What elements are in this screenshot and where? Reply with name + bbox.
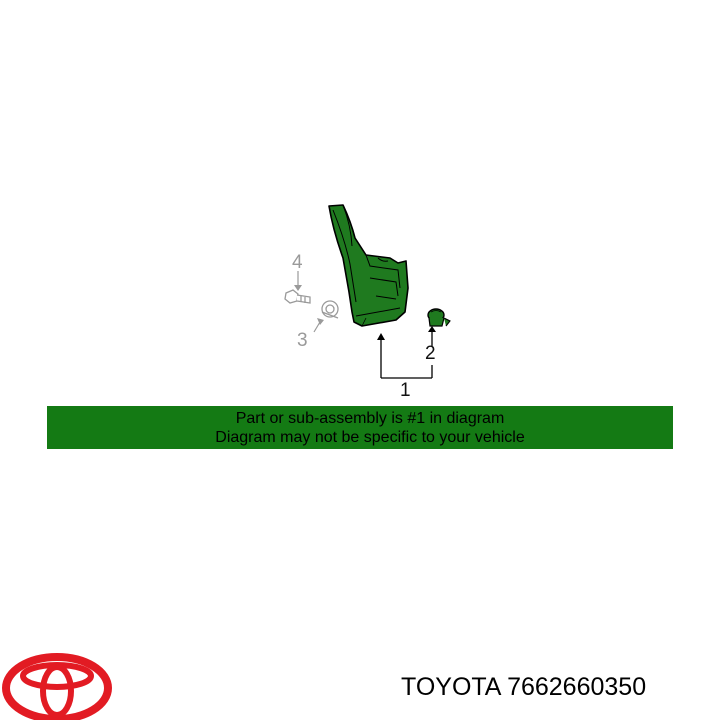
brand-name: TOYOTA [401, 673, 501, 701]
callout-4: 4 [292, 252, 303, 273]
notice-line-1: Part or sub-assembly is #1 in diagram [235, 409, 505, 427]
callout-3: 3 [297, 330, 308, 351]
part-identifier: TOYOTA 7662660350 [401, 672, 646, 702]
notice-line-2: Diagram may not be specific to your vehi… [215, 428, 525, 446]
callout-2: 2 [425, 343, 436, 364]
parts-diagram [284, 204, 451, 379]
part-number: 7662660350 [507, 673, 647, 701]
diagram-notice-banner: Part or sub-assembly is #1 in diagram Di… [47, 406, 673, 449]
callout-1: 1 [400, 380, 411, 401]
leader-lines [294, 271, 436, 379]
bolt-part [284, 289, 311, 304]
toyota-logo-icon [2, 653, 112, 720]
nut-part [321, 300, 339, 319]
clip-part [427, 308, 451, 327]
mud-flap-part [328, 204, 409, 327]
